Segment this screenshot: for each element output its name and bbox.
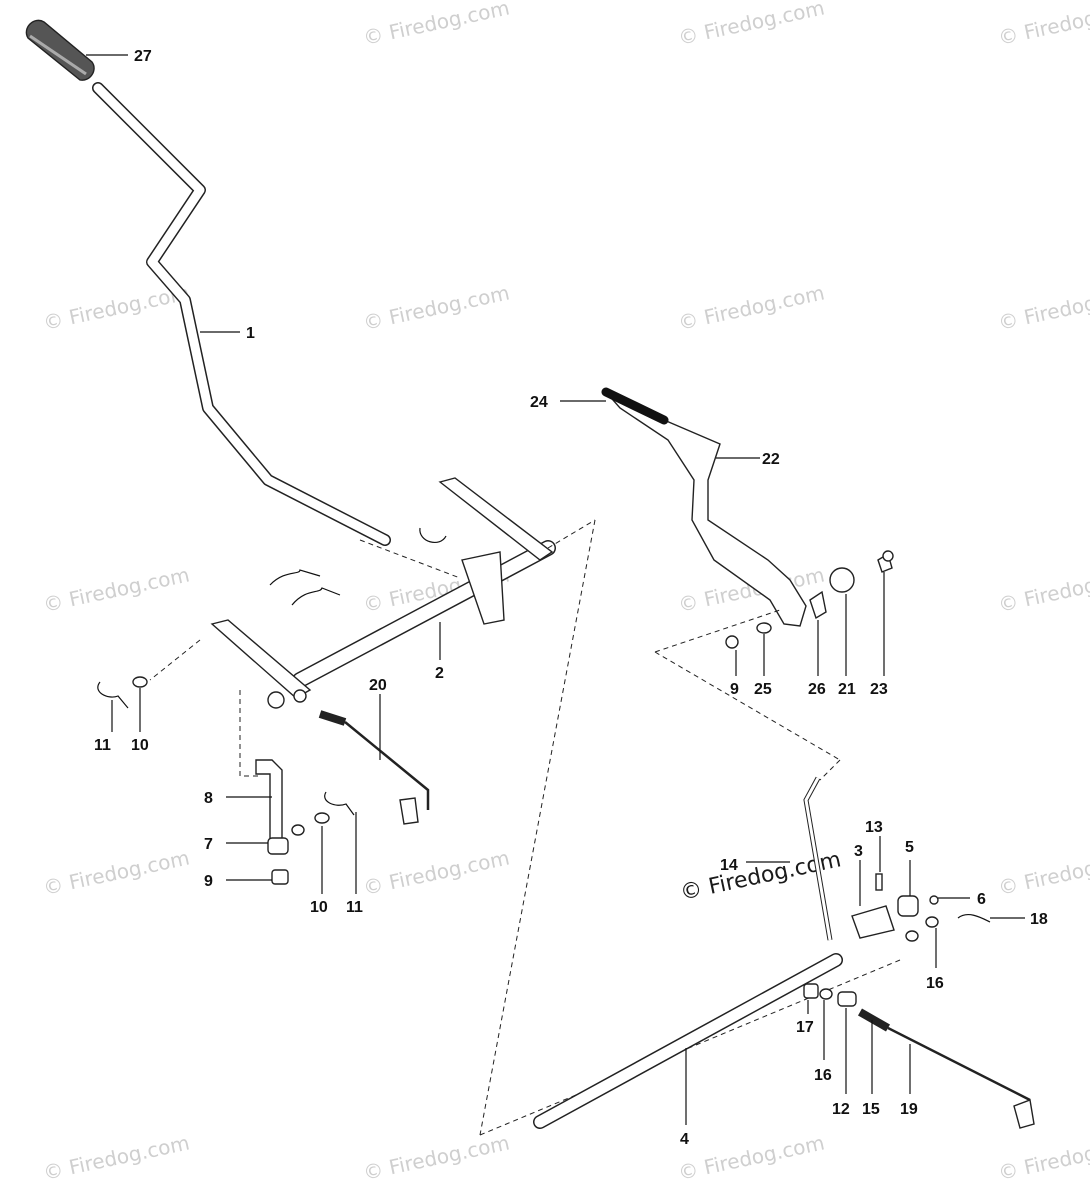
watermark: © Firedog.com: [996, 280, 1090, 334]
washers-left: [132, 676, 330, 836]
watermark: © Firedog.com: [676, 0, 826, 50]
callout-24: 24: [530, 394, 548, 411]
brake-hardware: [725, 550, 894, 649]
part-1-lift-lever: [92, 82, 391, 546]
part-4-shaft: [533, 953, 843, 1129]
callout-16b: 16: [814, 1067, 832, 1084]
callout-labels: 27 1 2 20 11 10 8 7 9 10 11 24 22 9 25 2…: [94, 48, 1048, 1148]
watermark: © Firedog.com: [996, 562, 1090, 616]
callout-22: 22: [762, 451, 780, 468]
watermark: © Firedog.com: [361, 280, 511, 334]
dashed-guides-left: [149, 519, 596, 1136]
callout-18: 18: [1030, 911, 1048, 928]
watermark: © Firedog.com: [41, 562, 191, 616]
callout-26: 26: [808, 681, 826, 698]
callout-27: 27: [134, 48, 152, 65]
callout-7: 7: [204, 836, 213, 853]
callout-4: 4: [680, 1131, 689, 1148]
watermark: © Firedog.com: [996, 0, 1090, 50]
callout-9b: 9: [730, 681, 739, 698]
callout-19: 19: [900, 1101, 918, 1118]
callout-25: 25: [754, 681, 772, 698]
watermark: © Firedog.com: [41, 845, 191, 899]
callout-13: 13: [865, 819, 883, 836]
part-9-nut-left: [271, 869, 289, 885]
watermark: © Firedog.com: [361, 0, 511, 50]
callout-3: 3: [854, 843, 863, 860]
watermark: © Firedog.com: [361, 1130, 511, 1184]
part-27-grip: [25, 19, 95, 81]
callout-6: 6: [977, 891, 986, 908]
callout-1: 1: [246, 325, 255, 342]
callout-11a: 11: [94, 737, 111, 754]
right-small-parts: [803, 873, 1035, 1129]
callout-12: 12: [832, 1101, 850, 1118]
callout-10b: 10: [310, 899, 328, 916]
callout-9a: 9: [204, 873, 213, 890]
callout-2: 2: [435, 665, 444, 682]
part-2-lift-shaft: [210, 477, 556, 709]
part-20-cable: [318, 710, 430, 825]
watermark: © Firedog.com: [996, 1130, 1090, 1184]
hairpin-clips: [97, 527, 447, 816]
callout-11b: 11: [346, 899, 363, 916]
part-22-brake-lever: [601, 387, 807, 627]
watermark: © Firedog.com: [676, 280, 826, 334]
part-8-pin: [255, 759, 283, 841]
watermark: © Firedog.com: [361, 845, 511, 899]
leader-lines: [86, 54, 1025, 1125]
callout-15: 15: [862, 1101, 880, 1118]
callout-17: 17: [796, 1019, 814, 1036]
callout-21: 21: [838, 681, 856, 698]
callout-14: 14: [720, 857, 738, 874]
part-7-bushing: [267, 837, 289, 855]
callout-23: 23: [870, 681, 888, 698]
watermark: © Firedog.com: [676, 1130, 826, 1184]
callout-5: 5: [905, 839, 914, 856]
watermark: © Firedog.com: [41, 1130, 191, 1184]
callout-8: 8: [204, 790, 213, 807]
watermark: © Firedog.com: [996, 845, 1090, 899]
watermark-layer: © Firedog.com © Firedog.com © Firedog.co…: [41, 0, 1090, 1185]
part-14-link-rod: [803, 776, 833, 941]
callout-10a: 10: [131, 737, 149, 754]
callout-16a: 16: [926, 975, 944, 992]
callout-20: 20: [369, 677, 387, 694]
